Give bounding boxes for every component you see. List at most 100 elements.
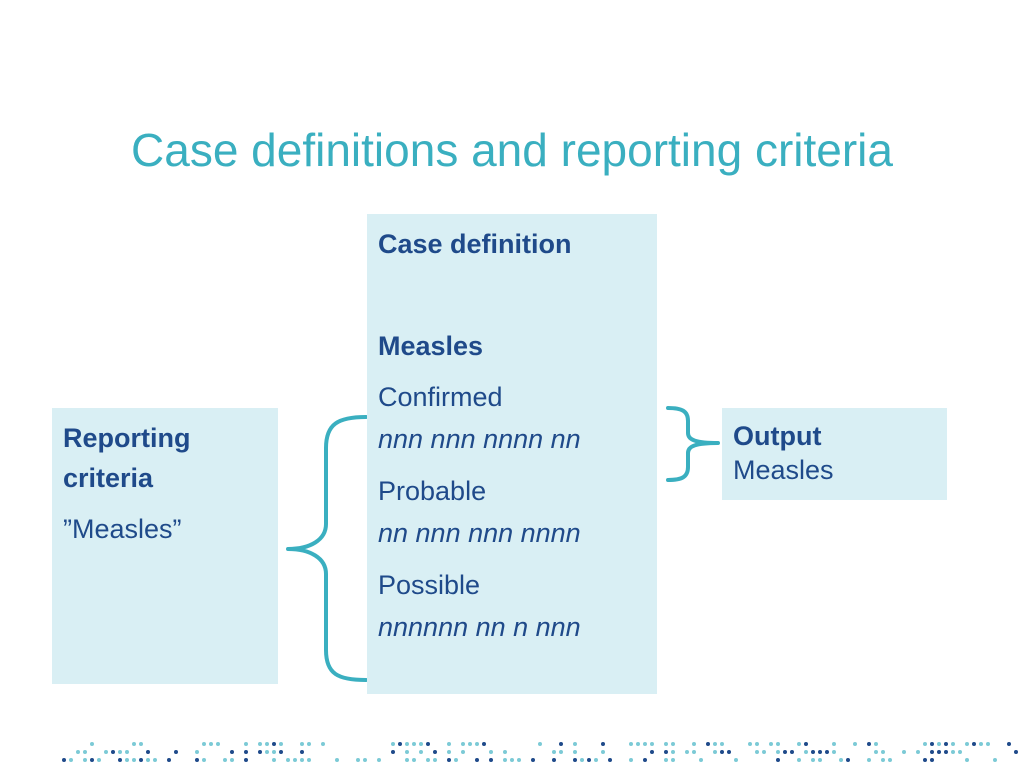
decorative-dot — [405, 758, 409, 762]
decorative-dot — [482, 742, 486, 746]
case-item-label: Probable — [378, 476, 487, 506]
decorative-dot — [209, 742, 213, 746]
decorative-dot — [265, 742, 269, 746]
reporting-criteria-box: Reporting criteria ”Measles” — [52, 408, 278, 684]
decorative-dot — [944, 750, 948, 754]
decorative-dot — [643, 758, 647, 762]
decorative-dot — [139, 758, 143, 762]
decorative-dot — [230, 750, 234, 754]
case-item-code: nnn nnn nnnn nn — [378, 424, 581, 454]
decorative-dot — [776, 742, 780, 746]
decorative-dot — [272, 750, 276, 754]
decorative-dot — [489, 758, 493, 762]
decorative-dot — [839, 758, 843, 762]
decorative-dot — [356, 758, 360, 762]
decorative-dot — [692, 750, 696, 754]
decorative-dot — [426, 758, 430, 762]
decorative-dot — [650, 742, 654, 746]
decorative-dot — [97, 758, 101, 762]
decorative-dot — [706, 742, 710, 746]
decorative-dot — [412, 758, 416, 762]
decorative-dot — [937, 742, 941, 746]
decorative-dot — [391, 742, 395, 746]
decorative-dot — [573, 758, 577, 762]
decorative-dot — [419, 742, 423, 746]
decorative-dot — [258, 742, 262, 746]
left-brace-icon — [286, 415, 368, 682]
decorative-dot — [888, 758, 892, 762]
decorative-dot — [867, 758, 871, 762]
decorative-dot — [629, 758, 633, 762]
decorative-dot — [265, 750, 269, 754]
decorative-dot — [307, 742, 311, 746]
case-item-confirmed: Confirmed nnn nnn nnnn nn — [378, 376, 646, 460]
decorative-dot — [580, 758, 584, 762]
decorative-dot — [461, 742, 465, 746]
decorative-dot — [713, 750, 717, 754]
reporting-criteria-heading: Reporting criteria — [63, 423, 191, 493]
decorative-dot — [832, 742, 836, 746]
decorative-dot — [762, 750, 766, 754]
decorative-dot — [433, 750, 437, 754]
decorative-dot — [664, 742, 668, 746]
case-item-label: Confirmed — [378, 382, 503, 412]
decorative-dot — [76, 750, 80, 754]
decorative-dot — [272, 742, 276, 746]
decorative-dot — [279, 742, 283, 746]
decorative-dot — [90, 758, 94, 762]
decorative-dot — [405, 750, 409, 754]
decorative-dot — [1007, 742, 1011, 746]
decorative-dot — [216, 742, 220, 746]
decorative-dot — [671, 750, 675, 754]
decorative-dot — [720, 750, 724, 754]
decorative-dot — [958, 750, 962, 754]
decorative-dot — [755, 750, 759, 754]
decorative-dot — [748, 742, 752, 746]
decorative-dot — [993, 758, 997, 762]
decorative-dot — [258, 750, 262, 754]
decorative-dot — [125, 758, 129, 762]
decorative-dot — [972, 742, 976, 746]
decorative-dot — [468, 742, 472, 746]
decorative-dot — [881, 758, 885, 762]
decorative-dot — [300, 742, 304, 746]
decorative-dot — [69, 758, 73, 762]
decorative-dot — [769, 742, 773, 746]
decorative-dot — [951, 742, 955, 746]
decorative-dot — [755, 742, 759, 746]
decorative-dot — [643, 742, 647, 746]
decorative-dot — [867, 742, 871, 746]
decorative-dot — [454, 758, 458, 762]
decorative-dot — [720, 742, 724, 746]
decorative-dot — [272, 758, 276, 762]
decorative-dot — [461, 750, 465, 754]
decorative-dot — [335, 758, 339, 762]
decorative-dot — [153, 758, 157, 762]
decorative-dot — [83, 750, 87, 754]
decorative-dot — [804, 750, 808, 754]
decorative-dot — [965, 758, 969, 762]
decorative-dot — [286, 758, 290, 762]
decorative-dot — [601, 742, 605, 746]
decorative-dot — [475, 758, 479, 762]
decorative-dot — [797, 742, 801, 746]
decorative-dot — [930, 758, 934, 762]
decorative-dot — [573, 742, 577, 746]
decorative-dot — [419, 750, 423, 754]
decorative-dot — [636, 742, 640, 746]
decorative-dot — [916, 750, 920, 754]
decorative-dot — [307, 758, 311, 762]
decorative-dot — [650, 750, 654, 754]
decorative-dot — [517, 758, 521, 762]
decorative-dot — [573, 750, 577, 754]
case-item-code: nn nnn nnn nnnn — [378, 518, 581, 548]
decorative-dot — [629, 742, 633, 746]
decorative-dot — [671, 742, 675, 746]
decorative-dot — [300, 750, 304, 754]
decorative-dot — [804, 742, 808, 746]
case-item-probable: Probable nn nnn nnn nnnn — [378, 470, 646, 554]
reporting-criteria-value: ”Measles” — [63, 514, 182, 544]
decorative-dot — [118, 758, 122, 762]
decorative-dot — [391, 750, 395, 754]
